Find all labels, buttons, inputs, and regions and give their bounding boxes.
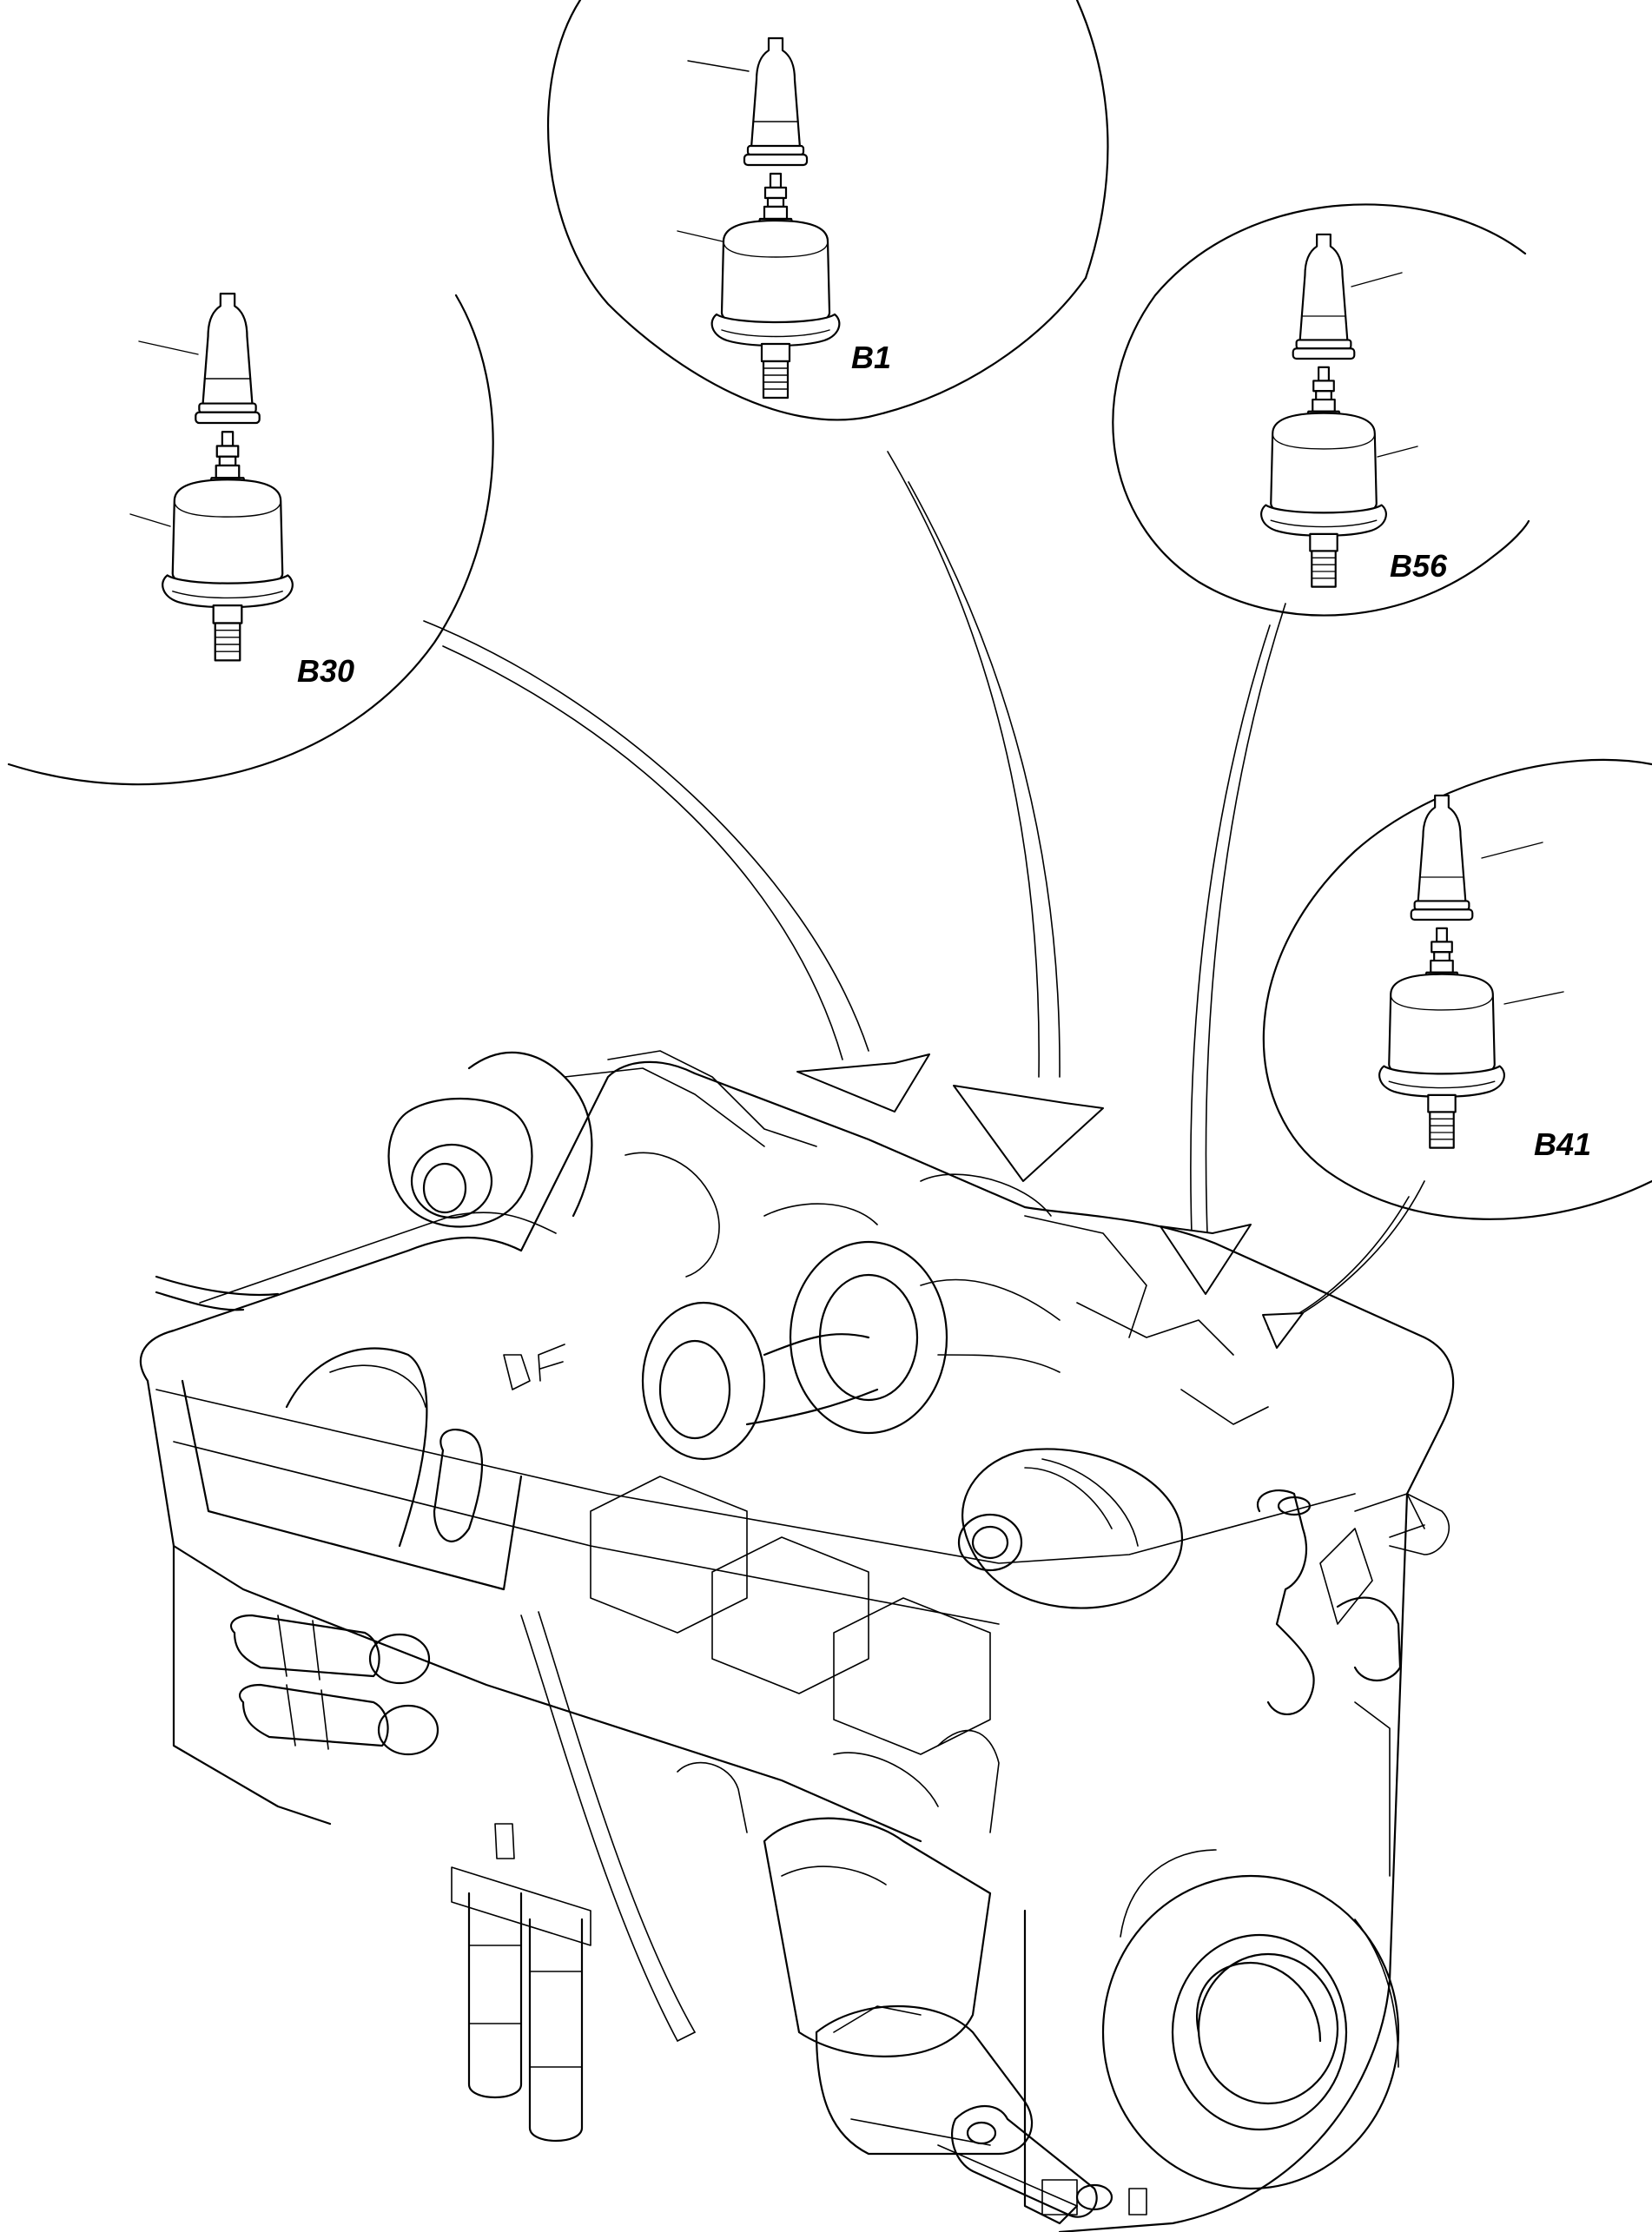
callout-b30: B30 [297,653,354,689]
leader-arrow-b30 [423,620,930,1113]
callout-b56: B56 [1390,548,1448,584]
detail-circle-b1-right [1075,0,1109,280]
callout-b1: B1 [851,340,891,375]
engine-illustration [139,1050,1455,2232]
leader-arrow-b56 [1160,603,1286,1295]
sensor-b56 [1260,233,1387,588]
sensor-b41 [1378,794,1505,1149]
detail-circle-b56 [1112,203,1530,617]
sensor-b30 [162,292,294,662]
leader-arrow-b1 [887,451,1104,1182]
detail-circle-b30 [7,294,494,786]
callout-b41: B41 [1534,1126,1591,1162]
leader-arrow-b41 [1262,1180,1425,1349]
detail-circle-b1 [547,0,1087,421]
sensor-b1 [710,36,841,400]
detail-circle-b41 [1262,758,1652,1220]
